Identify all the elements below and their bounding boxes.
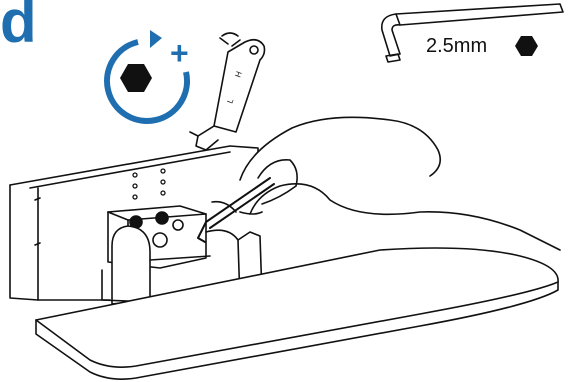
hex-key-in-hand [197, 177, 275, 243]
latch-clip [189, 32, 266, 151]
monitor-plate-left-edge [9, 184, 39, 301]
plus-symbol: + [170, 35, 189, 71]
tool-size-label: 2.5mm [426, 35, 488, 57]
step-letter: d [0, 0, 37, 55]
hand [211, 116, 561, 251]
svg-text:H: H [233, 70, 244, 79]
svg-text:L: L [225, 97, 235, 105]
hex-size-icon [515, 36, 538, 56]
tighten-clockwise-icon: + [104, 30, 190, 124]
latch-markings: H L [225, 70, 244, 105]
plate-screw-holes [132, 168, 166, 200]
stand-base [35, 247, 559, 380]
hex-key-icon [380, 3, 564, 63]
monitor-plate-top-edge [9, 145, 259, 186]
